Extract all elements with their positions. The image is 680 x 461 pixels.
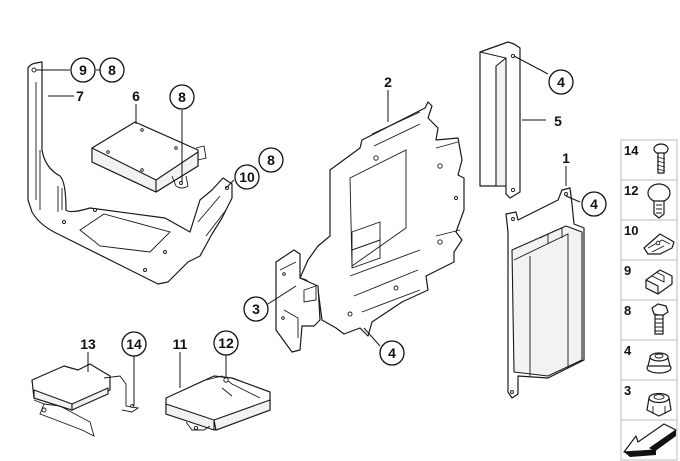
part-2-carrier-bracket[interactable]: [299, 101, 465, 337]
callout-label: 12: [218, 335, 234, 351]
callout-8-module[interactable]: 8: [169, 84, 195, 110]
legend-label: 8: [624, 303, 631, 318]
legend-label: 9: [624, 263, 631, 278]
part-6-module[interactable]: [91, 121, 207, 193]
legend-label: 14: [624, 143, 639, 158]
legend-label: 10: [624, 223, 638, 238]
callout-3[interactable]: 3: [243, 296, 269, 322]
callout-label: 10: [239, 169, 255, 185]
legend-label: 4: [624, 343, 632, 358]
callout-6[interactable]: 6: [132, 88, 140, 104]
callout-5[interactable]: 5: [554, 113, 562, 129]
clip-icon: [645, 269, 673, 295]
callout-label: 3: [252, 301, 260, 317]
callout-label: 4: [590, 196, 598, 212]
legend-item-9[interactable]: 9: [620, 259, 678, 301]
callout-label: 8: [178, 89, 186, 105]
callout-7[interactable]: 7: [76, 88, 84, 104]
legend-item-4[interactable]: 4: [620, 339, 678, 381]
collar-nut-icon: [646, 352, 672, 374]
callout-label: 4: [388, 345, 396, 361]
expanding-rivet-icon: [647, 183, 671, 219]
legend-label: 12: [624, 183, 638, 198]
callout-2[interactable]: 2: [384, 74, 392, 90]
callout-label: 9: [79, 62, 87, 78]
clip-nut-icon: [643, 233, 675, 255]
callout-label: 8: [267, 152, 275, 168]
legend-item-8[interactable]: 8: [620, 299, 678, 341]
hex-bolt-icon: [651, 303, 669, 335]
legend-item-10[interactable]: 10: [620, 219, 678, 261]
callout-1[interactable]: 1: [562, 150, 570, 166]
callout-label: 8: [108, 62, 116, 78]
callout-13[interactable]: 13: [80, 336, 96, 352]
callout-8-top[interactable]: 8: [99, 57, 125, 83]
callout-11[interactable]: 11: [173, 336, 188, 352]
part-5-cover[interactable]: [479, 41, 521, 199]
callout-12[interactable]: 12: [213, 330, 239, 356]
callout-14[interactable]: 14: [121, 331, 147, 357]
part-13-sensor[interactable]: [31, 363, 140, 437]
fastener-legend: 14 12 10: [620, 139, 678, 461]
callout-10[interactable]: 10: [234, 164, 260, 190]
legend-item-12[interactable]: 12: [620, 179, 678, 221]
legend-item-3[interactable]: 3: [620, 379, 678, 421]
part-11-module[interactable]: [165, 375, 271, 431]
part-3-small-bracket[interactable]: [275, 249, 321, 353]
screw-icon: [653, 143, 669, 174]
callout-4-top[interactable]: 4: [548, 69, 574, 95]
part-7-bracket[interactable]: [27, 61, 233, 285]
callout-label: 14: [126, 336, 142, 352]
legend-label: 3: [624, 383, 631, 398]
callout-4-mid[interactable]: 4: [581, 191, 607, 217]
callout-9-top[interactable]: 9: [70, 57, 96, 83]
callout-8-right[interactable]: 8: [258, 147, 284, 173]
callout-4-bottom[interactable]: 4: [379, 340, 405, 366]
callout-label: 4: [557, 74, 565, 90]
part-1-control-unit[interactable]: [505, 187, 585, 399]
legend-item-14[interactable]: 14: [620, 139, 678, 181]
leader-lines: [36, 55, 581, 406]
legend-item-navigation[interactable]: [620, 419, 678, 461]
hex-nut-icon: [646, 392, 672, 417]
navigation-arrow-icon: [623, 423, 677, 457]
